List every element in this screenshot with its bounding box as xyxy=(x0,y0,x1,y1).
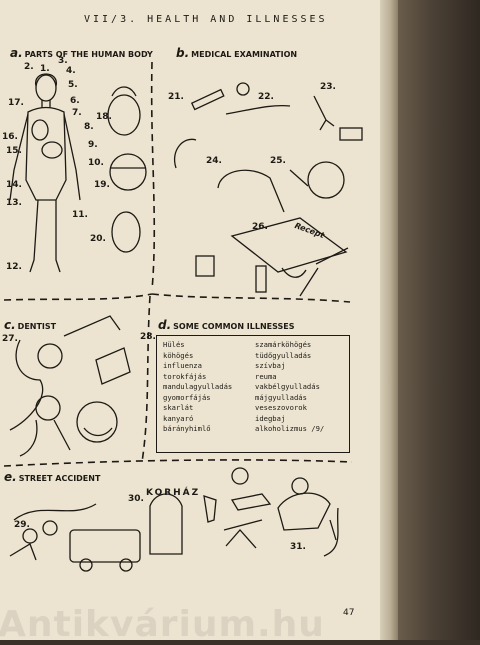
illnesses-right-column: szamárköhögés tüdőgyulladás szívbaj reum… xyxy=(255,340,324,435)
item-label-21: 21. xyxy=(168,92,184,102)
body-label-14: 14. xyxy=(6,180,22,190)
page-header: VII/3. HEALTH AND ILLNESSES xyxy=(84,14,328,25)
page-edges xyxy=(398,0,480,640)
section-a-text: PARTS OF THE HUMAN BODY xyxy=(24,50,153,59)
item-label-23: 23. xyxy=(320,82,336,92)
body-label-2: 2. xyxy=(24,62,34,72)
section-c-text: DENTIST xyxy=(17,322,57,331)
body-label-6: 6. xyxy=(70,96,80,106)
body-label-10: 10. xyxy=(88,158,104,168)
examination-drawings xyxy=(173,82,363,297)
section-a-letter: a. xyxy=(10,46,23,60)
item-label-27: 27. xyxy=(2,334,18,344)
body-label-4: 4. xyxy=(66,66,76,76)
item-label-19: 19. xyxy=(94,180,110,190)
illness-item: reuma xyxy=(255,371,277,381)
section-d-letter: d. xyxy=(158,318,172,332)
section-d-text: SOME COMMON ILLNESSES xyxy=(173,322,295,331)
body-label-5: 5. xyxy=(68,80,78,90)
illness-item: májgyulladás xyxy=(255,392,307,402)
item-label-30: 30. xyxy=(128,494,144,504)
illness-item: influenza xyxy=(163,361,202,370)
body-label-17: 17. xyxy=(8,98,24,108)
illnesses-box: Hülés köhögés influenza torokfájás mandu… xyxy=(156,335,350,453)
illness-item: torokfájás xyxy=(163,371,207,381)
human-body-figure xyxy=(9,73,81,273)
section-a-title: a.PARTS OF THE HUMAN BODY xyxy=(10,46,153,60)
body-label-13: 13. xyxy=(6,198,22,208)
illness-item: veseszovorok xyxy=(255,403,307,412)
divider-left-h xyxy=(3,293,153,301)
item-label-26: 26. xyxy=(252,222,268,232)
divider-bottom-h xyxy=(3,459,353,467)
illness-item: kanyaró xyxy=(163,413,194,423)
illness-item: köhögés xyxy=(163,350,194,360)
item-label-22: 22. xyxy=(258,92,274,102)
body-label-15: 15. xyxy=(6,146,22,156)
section-e-letter: e. xyxy=(4,470,17,484)
item-label-18: 18. xyxy=(96,112,112,122)
illness-item: szamárköhögés xyxy=(255,340,312,349)
section-e-title: e.STREET ACCIDENT xyxy=(4,470,100,484)
illness-item: bárányhimlő xyxy=(163,424,211,433)
section-c-letter: c. xyxy=(4,318,16,332)
section-e-text: STREET ACCIDENT xyxy=(18,474,101,483)
item-label-25: 25. xyxy=(270,156,286,166)
item-label-28: 28. xyxy=(140,332,156,342)
body-label-7: 7. xyxy=(72,108,82,118)
body-label-16: 16. xyxy=(2,132,18,142)
section-b-text: MEDICAL EXAMINATION xyxy=(191,50,298,59)
section-c-title: c.DENTIST xyxy=(4,318,56,332)
section-d-title: d.SOME COMMON ILLNESSES xyxy=(158,318,295,332)
divider-vertical-top xyxy=(150,61,156,291)
illness-item: alkoholizmus /9/ xyxy=(255,424,325,433)
watermark: Antikvárium.hu xyxy=(0,604,325,645)
divider-right-h xyxy=(151,293,351,303)
illustration-layer xyxy=(3,61,363,572)
body-label-9: 9. xyxy=(88,140,98,150)
hospital-sign: KORHÁZ xyxy=(146,488,201,498)
section-b-title: b.MEDICAL EXAMINATION xyxy=(176,46,297,60)
illness-item: idegbaj xyxy=(255,413,286,423)
item-label-31: 31. xyxy=(290,542,306,552)
item-label-29: 29. xyxy=(14,520,30,530)
section-b-letter: b. xyxy=(176,46,190,60)
item-label-24: 24. xyxy=(206,156,222,166)
item-label-20: 20. xyxy=(90,234,106,244)
book-page xyxy=(0,0,392,640)
illness-item: skarlát xyxy=(163,403,194,412)
book-spine xyxy=(380,0,398,640)
body-label-8: 8. xyxy=(84,122,94,132)
illness-item: tüdőgyulladás xyxy=(255,350,312,360)
divider-mid-vertical xyxy=(141,295,151,463)
street-accident-drawings xyxy=(9,467,339,572)
illness-item: vakbélgyulladás xyxy=(255,382,320,391)
illness-item: szívbaj xyxy=(255,361,286,370)
body-label-3: 3. xyxy=(58,56,68,66)
illness-item: gyomorfájás xyxy=(163,392,211,402)
dentist-drawings xyxy=(9,315,131,457)
illnesses-left-column: Hülés köhögés influenza torokfájás mandu… xyxy=(163,340,232,435)
page-number: 47 xyxy=(343,608,355,618)
illness-item: mandulagyulladás xyxy=(163,382,233,391)
illness-item: Hülés xyxy=(163,340,185,349)
body-label-12: 12. xyxy=(6,262,22,272)
body-label-1: 1. xyxy=(40,64,50,74)
body-label-11: 11. xyxy=(72,210,88,220)
sick-faces xyxy=(107,86,147,253)
